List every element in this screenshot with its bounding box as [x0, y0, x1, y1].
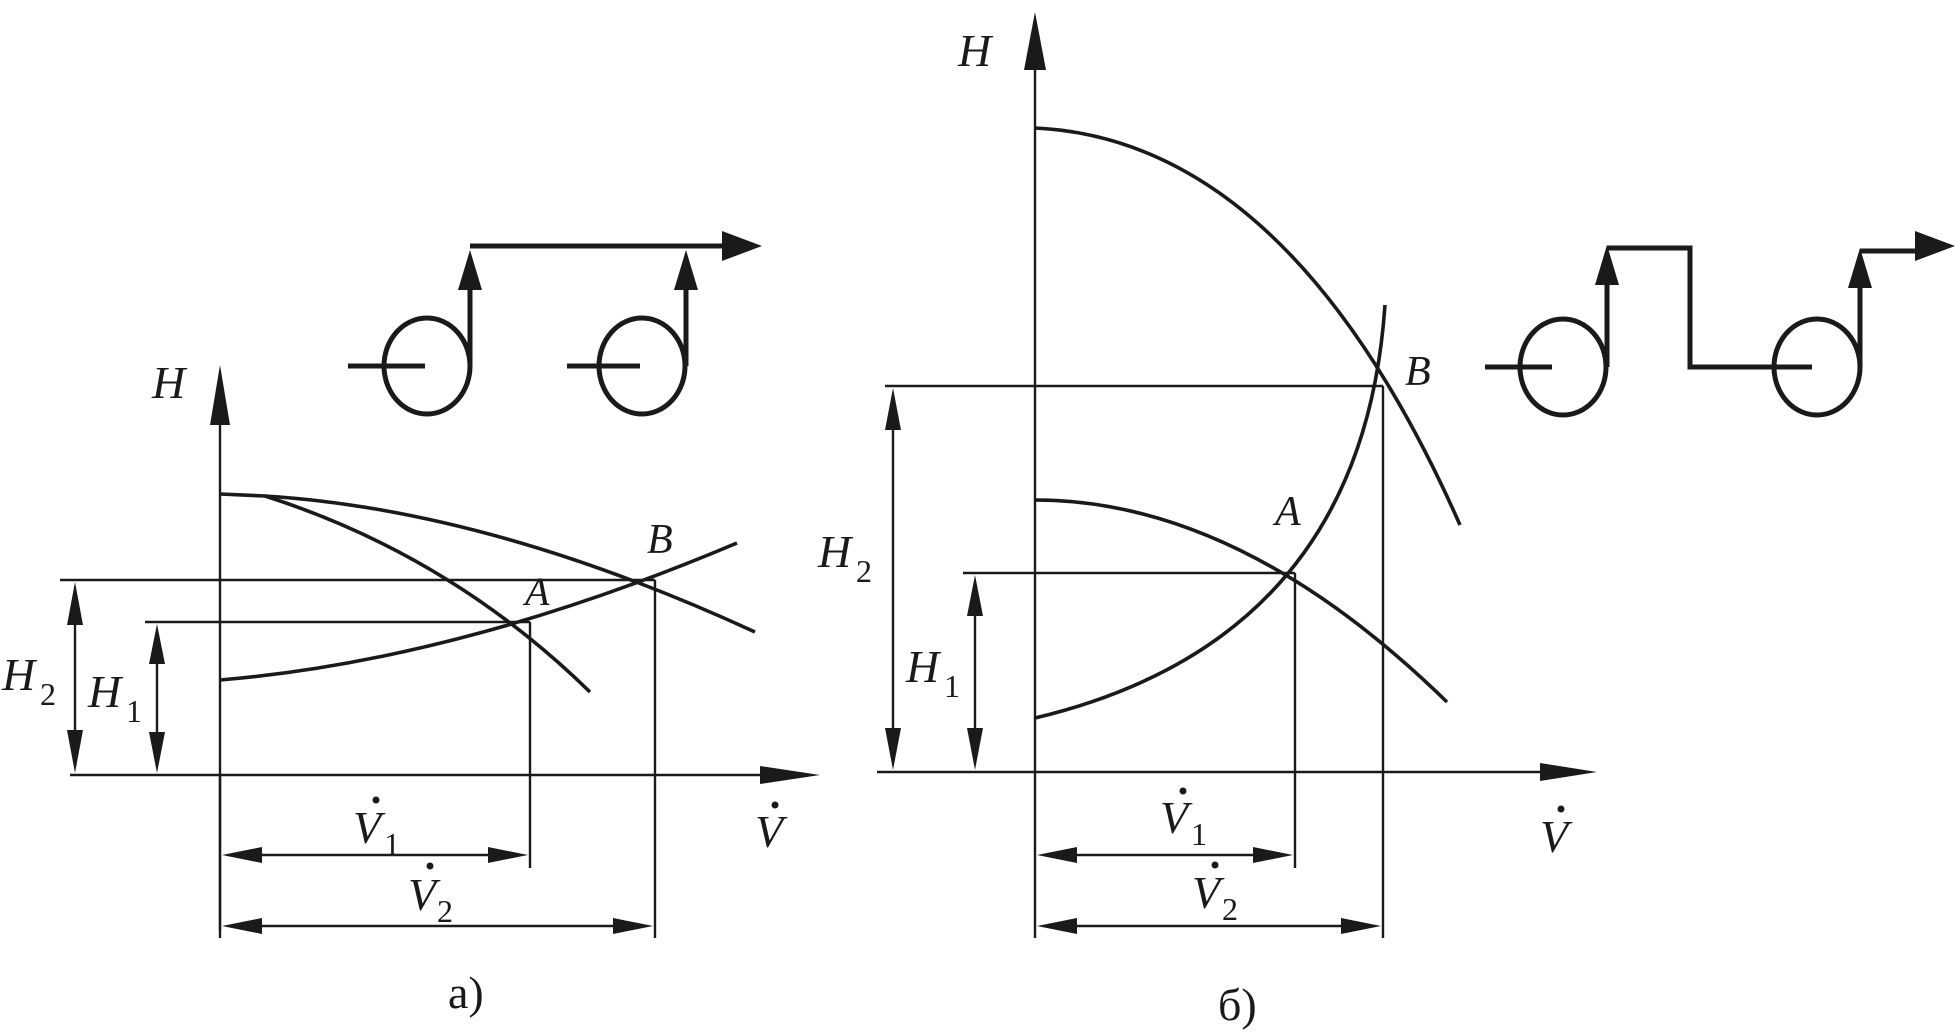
panel-a-v2-subscript: 2	[437, 893, 453, 929]
panel-b-guides	[885, 384, 1385, 938]
panel-a-dimensions	[67, 582, 653, 938]
panel-b-caption: б)	[1218, 979, 1257, 1030]
panel-a-v1-text: V	[353, 802, 386, 853]
panel-b-v2-arrowhead-right	[1341, 918, 1381, 934]
panel-b-h2-subscript: 2	[856, 553, 872, 589]
panel-a-labels: H V B A H 2 H 1 V 1 V 2	[1, 357, 788, 1018]
panel-b-v2-label: V 2	[1192, 861, 1238, 927]
panel-a-v1-dot	[372, 796, 380, 804]
panel-a-h1-arrowhead-top	[149, 624, 165, 664]
panel-b-single-pump-curve	[1034, 498, 1449, 704]
panel-a-axis-v-dot	[771, 801, 779, 809]
panel-a-h2-subscript: 2	[40, 676, 56, 712]
panel-a-h2-text: H	[1, 649, 38, 700]
panel-b-labels: H V B A H 2 H 1 V 1 V 2	[817, 25, 1573, 1030]
panel-a-v2-label: V 2	[408, 862, 453, 929]
panel-a-h1-text: H	[87, 666, 124, 717]
panel-a-caption: а)	[448, 967, 484, 1018]
panel-b-h2-label: H 2	[817, 526, 872, 589]
panel-b-v1-arrowhead-left	[1037, 847, 1077, 863]
panel-b-v1-dot	[1179, 787, 1187, 795]
panel-b-h1-arrowhead-top	[967, 575, 983, 616]
panel-a-single-pump-curve	[264, 494, 592, 694]
panel-a-guides	[60, 578, 657, 938]
panel-b-curves	[1034, 126, 1462, 720]
panel-b-v1-label: V 1	[1160, 787, 1207, 852]
panel-b-point-b-label: B	[1405, 349, 1431, 395]
panel-b-axis-v-dot	[1557, 805, 1565, 813]
panel-a-v1-label: V 1	[353, 796, 400, 862]
panel-a-pump-1-outlet-arrowhead	[458, 250, 482, 290]
panel-b-v2-text: V	[1192, 867, 1225, 918]
panel-b-system-curve	[1034, 304, 1387, 720]
panel-a-system-curve	[219, 541, 738, 682]
panel-b-h1-text: H	[905, 641, 942, 692]
panel-b: H V B A H 2 H 1 V 1 V 2	[817, 12, 1955, 1030]
panel-a-v2-arrowhead-left	[222, 918, 262, 934]
panel-b-series-pump-curve	[1034, 126, 1462, 526]
panel-a-v1-arrowhead-left	[222, 847, 262, 863]
panel-b-v1-arrowhead-right	[1253, 847, 1293, 863]
panel-b-v2-arrowhead-left	[1037, 918, 1077, 934]
panel-a-h2-label: H 2	[1, 649, 56, 712]
panel-a-v2-arrowhead-right	[613, 918, 653, 934]
panel-b-h2-text: H	[817, 526, 854, 577]
panel-a-v1-arrowhead-right	[488, 847, 528, 863]
panel-b-h2-arrowhead-top	[885, 388, 901, 430]
panel-a-v1-subscript: 1	[384, 826, 400, 862]
panel-b-dimensions	[885, 388, 1381, 934]
panel-a-h1-label: H 1	[87, 666, 142, 729]
panel-a-v2-dot	[426, 862, 434, 870]
panel-a-axis-h-label: H	[151, 357, 188, 408]
panel-b-v1-subscript: 1	[1191, 816, 1207, 852]
panel-b-axes	[877, 12, 1597, 938]
panel-b-point-a-label: A	[1272, 489, 1301, 535]
panel-a-h-axis-arrowhead	[210, 365, 230, 425]
panel-a-h2-arrowhead-top	[67, 582, 83, 625]
panel-a-v2-text: V	[408, 869, 441, 920]
panel-b-discharge-arrowhead	[1915, 231, 1955, 261]
panel-b-h1-subscript: 1	[944, 668, 960, 704]
panel-b-series-pumps-schematic	[1485, 231, 1955, 418]
panel-a-h1-arrowhead-bottom	[149, 732, 165, 773]
panel-b-h1-label: H 1	[905, 641, 960, 704]
panel-a-pump-2-outlet-arrowhead	[674, 250, 698, 290]
panel-a-parallel-pumps-schematic	[348, 231, 762, 417]
panel-b-pump-2-outlet-arrowhead	[1848, 248, 1872, 288]
panel-b-v2-dot	[1211, 861, 1219, 869]
panel-a-discharge-arrowhead	[722, 231, 762, 261]
panel-a-v-axis-arrowhead	[760, 766, 820, 784]
panel-a-axis-v-text: V	[755, 806, 788, 857]
panel-a-axis-v-label: V	[755, 801, 788, 857]
panel-a-h1-subscript: 1	[126, 693, 142, 729]
panel-a: H V B A H 2 H 1 V 1 V 2	[1, 231, 820, 1018]
panel-a-parallel-pump-curve	[219, 492, 756, 634]
panel-b-axis-v-label: V	[1540, 805, 1573, 862]
panel-b-h-axis-arrowhead	[1024, 12, 1046, 70]
panel-a-curves	[219, 492, 756, 694]
panel-b-connecting-pipe	[1607, 245, 1812, 370]
panel-b-axis-v-text: V	[1540, 811, 1573, 862]
panel-b-v1-text: V	[1160, 792, 1193, 843]
panel-a-point-a-label: A	[522, 569, 550, 614]
panel-b-h2-arrowhead-bottom	[885, 728, 901, 770]
panel-b-v-axis-arrowhead	[1540, 763, 1597, 781]
panel-b-pump-1-outlet-arrowhead	[1595, 245, 1619, 285]
panel-a-axes	[70, 365, 820, 930]
panel-b-axis-h-label: H	[957, 25, 994, 76]
panel-a-point-b-label: B	[647, 517, 673, 563]
panel-b-h1-arrowhead-bottom	[967, 728, 983, 770]
panel-b-v2-subscript: 2	[1222, 891, 1238, 927]
panel-a-h2-arrowhead-bottom	[67, 730, 83, 773]
